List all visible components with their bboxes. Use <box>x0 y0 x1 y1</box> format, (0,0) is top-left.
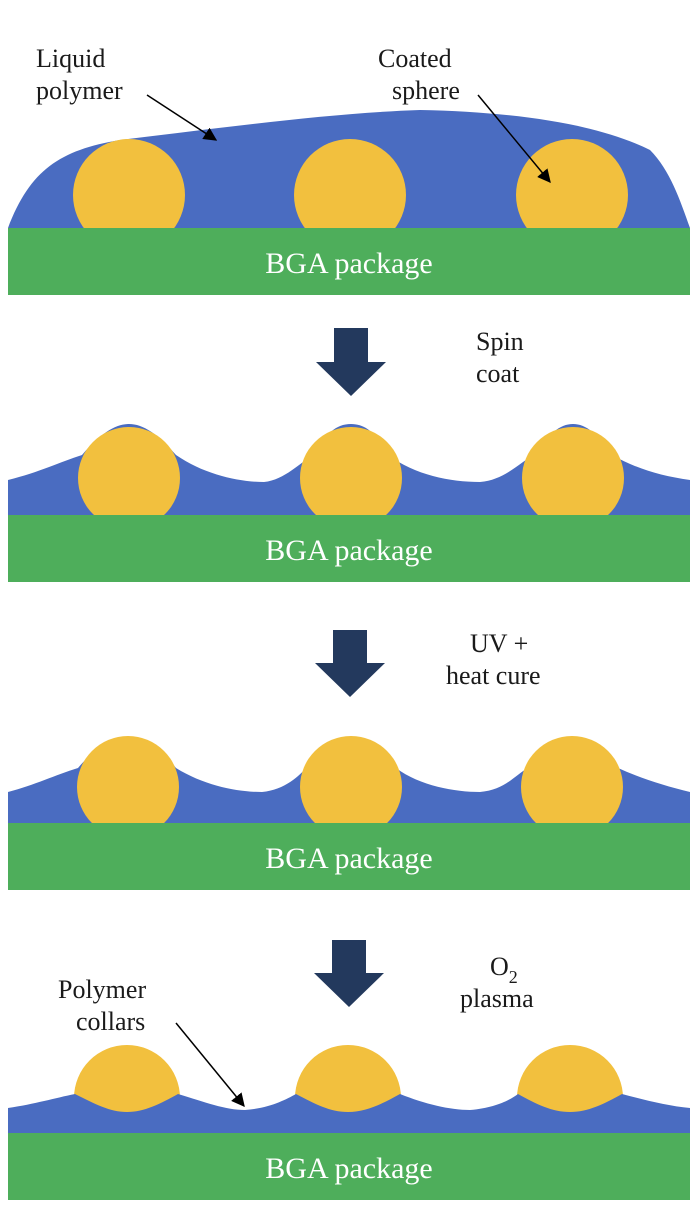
polymer-collars-pointer <box>175 1022 245 1108</box>
liquid-polymer-pointer <box>146 94 218 141</box>
stage-cured: BGA package <box>8 736 690 890</box>
bga-package-substrate <box>8 823 690 890</box>
coated-sphere-1 <box>73 139 185 251</box>
step-uv-heat-cure: UV + heat cure <box>315 629 541 697</box>
bga-package-substrate <box>8 228 690 295</box>
coated-sphere-3 <box>521 736 623 838</box>
down-arrow-icon <box>315 630 385 697</box>
stage-plasma-etched: BGA package <box>8 1022 690 1200</box>
coated-sphere-1 <box>78 427 180 529</box>
polymer-collars-layer <box>8 1094 690 1133</box>
step-label-spin-coat: Spin coat <box>476 327 530 388</box>
coated-sphere-3 <box>516 139 628 251</box>
step-label-o2-plasma: O2 plasma <box>460 952 534 1013</box>
stage-spin-coated: BGA package <box>8 424 690 582</box>
step-label-uv-heat-cure: UV + heat cure <box>446 629 541 690</box>
bga-package-substrate <box>8 1133 690 1200</box>
coated-sphere-pointer <box>477 94 551 184</box>
coated-sphere-2 <box>300 736 402 838</box>
down-arrow-icon <box>314 940 384 1007</box>
liquid-polymer-label: Liquid polymer <box>36 44 123 105</box>
coated-sphere-label: Coated sphere <box>378 44 460 105</box>
coated-sphere-3 <box>522 427 624 529</box>
coated-sphere-1 <box>77 736 179 838</box>
bga-package-label: BGA package <box>265 842 432 875</box>
polymer-collars-label: Polymer collars <box>58 975 153 1036</box>
bga-package-label: BGA package <box>265 247 432 280</box>
step-spin-coat: Spin coat <box>316 327 530 396</box>
bga-package-label: BGA package <box>265 534 432 567</box>
coated-sphere-2 <box>294 139 406 251</box>
step-o2-plasma: O2 plasma Polymer collars <box>58 940 534 1036</box>
bga-package-substrate <box>8 515 690 582</box>
stage-liquid-polymer: BGA package Liquid polymer Coated sphere <box>8 44 690 295</box>
bga-package-label: BGA package <box>265 1152 432 1185</box>
coated-sphere-2 <box>300 427 402 529</box>
down-arrow-icon <box>316 328 386 396</box>
